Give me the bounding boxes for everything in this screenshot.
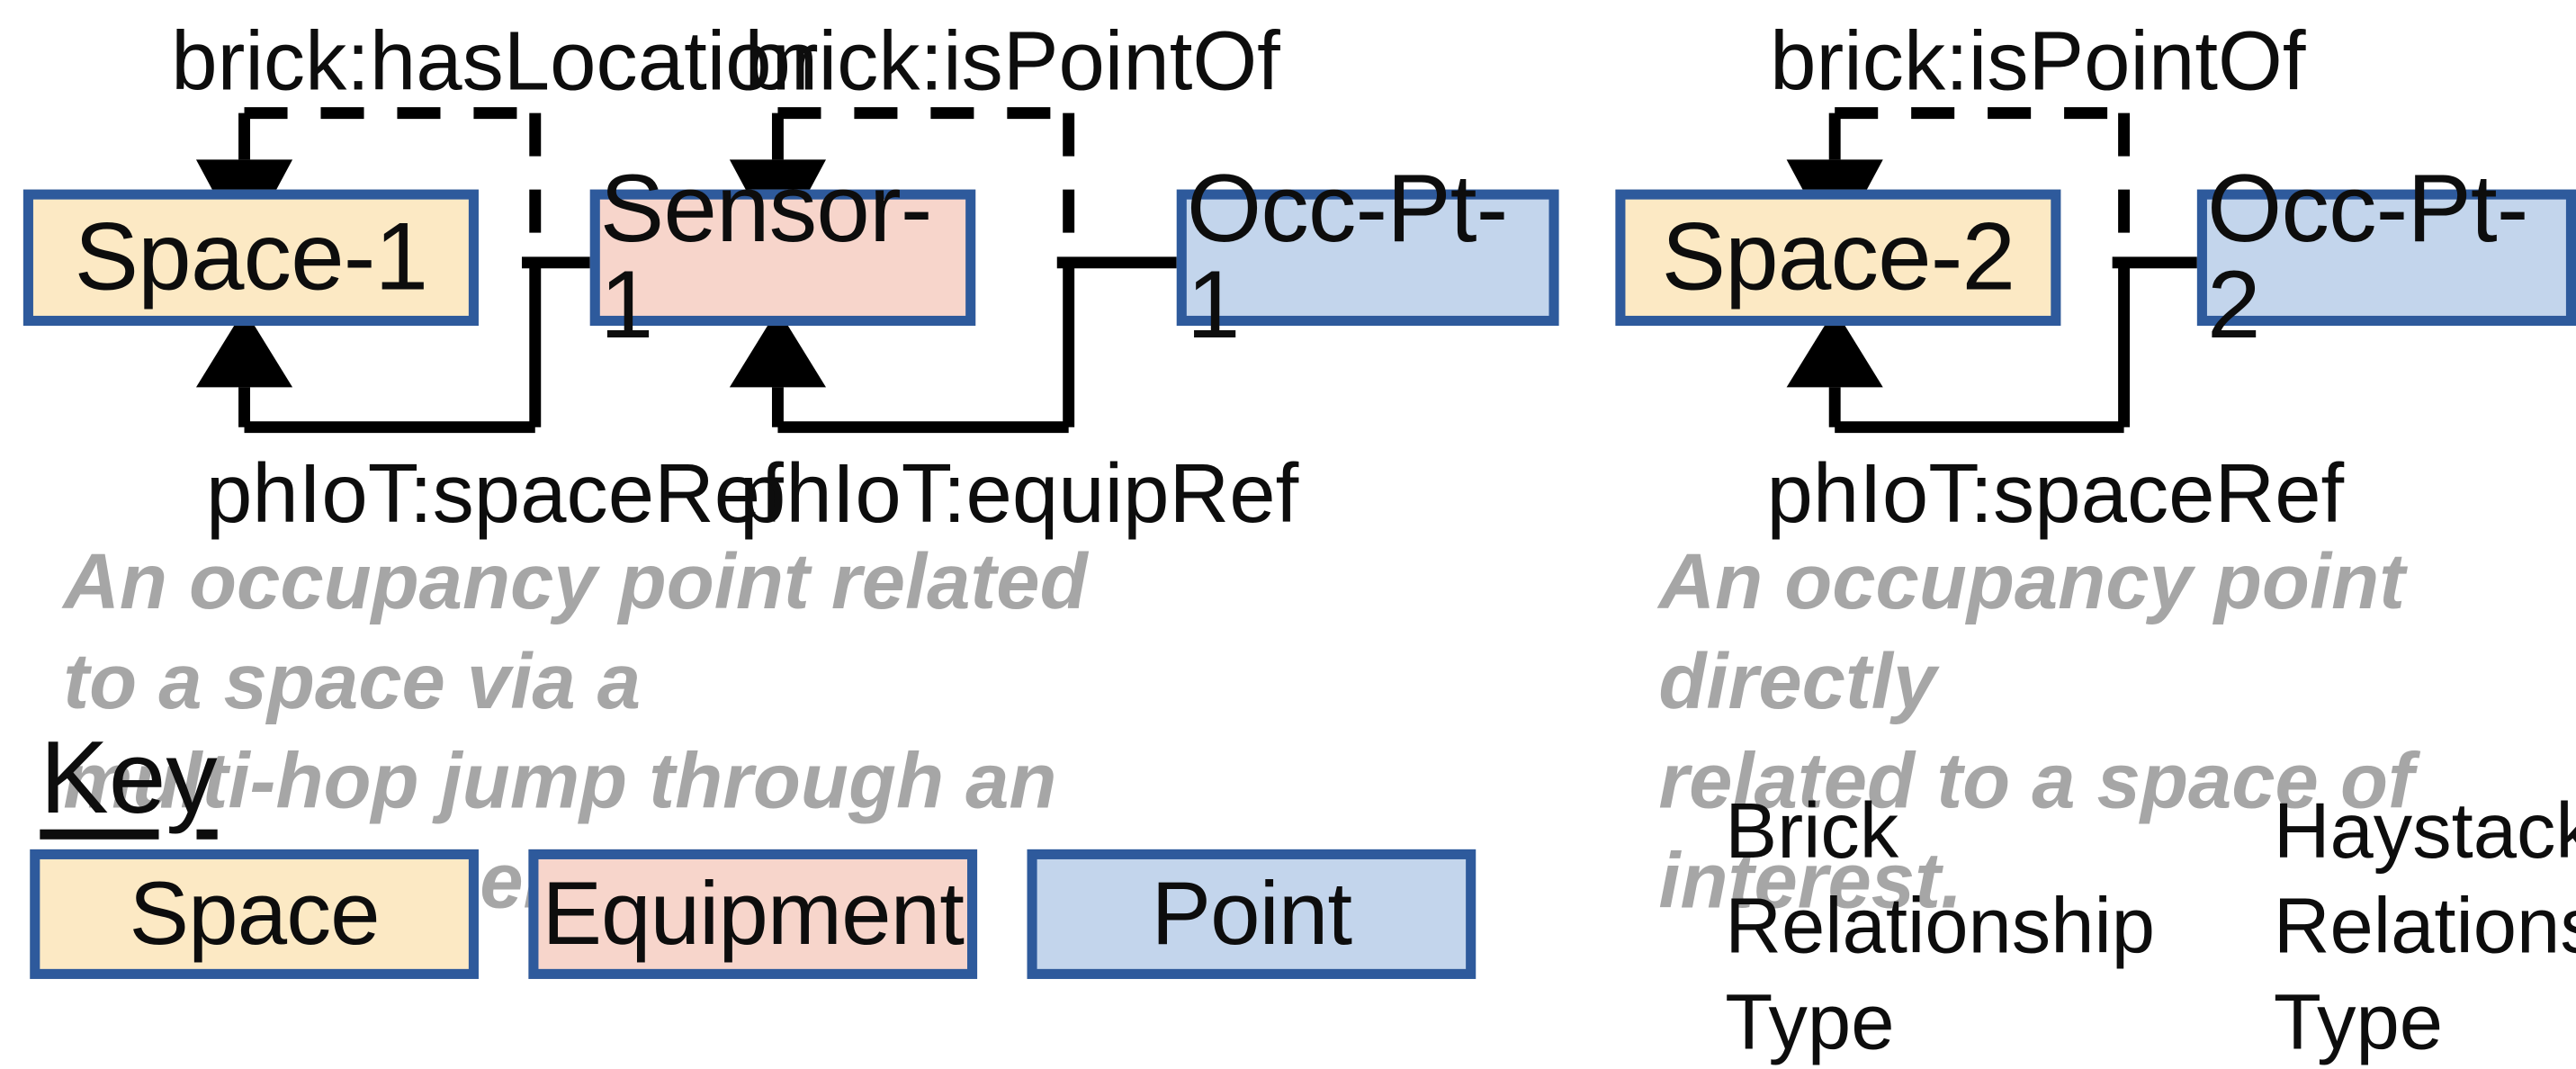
node-sensor-1[interactable]: Sensor-1 [589,160,976,354]
edge-label-brick-ispointof-2: brick:isPointOf [1770,14,2306,109]
diagram-canvas: Space-1 (dashed) ---------- --> Space-1 … [22,14,2576,1065]
node-occ-pt-1[interactable]: Occ-Pt-1 [1176,160,1559,354]
key-title: Key [40,721,218,837]
edge-label-brick-haslocation: brick:hasLocation [171,14,819,109]
legend-label-brick-relationship-type: Brick Relationship Type [1725,786,2156,1065]
edge-label-brick-ispointof-1: brick:isPointOf [744,14,1280,109]
node-space-2[interactable]: Space-2 [1615,189,2061,327]
edge-label-phiot-equipref: phIoT:equipRef [739,446,1299,541]
node-occ-pt-2-label: Occ-Pt-2 [2206,154,2528,359]
legend-label-haystack-relationship-type: Haystack Relationship Type [2273,786,2576,1065]
edge-label-phiot-spaceref-1: phIoT:spaceRef [206,446,784,541]
legend-swatch-point-label: Point [1151,864,1352,965]
node-occ-pt-2[interactable]: Occ-Pt-2 [2196,160,2576,354]
legend-swatch-space[interactable]: Space [30,849,479,979]
node-space-2-label: Space-2 [1661,202,2015,311]
legend-swatch-equipment[interactable]: Equipment [528,849,978,979]
node-space-1-label: Space-1 [74,202,428,311]
legend-swatch-point[interactable]: Point [1027,849,1476,979]
caption-left: An occupancy point related to a space vi… [63,536,1088,925]
node-sensor-1-label: Sensor-1 [599,154,933,359]
node-space-1[interactable]: Space-1 [22,189,479,327]
legend-swatch-equipment-label: Equipment [542,864,964,965]
node-occ-pt-1-label: Occ-Pt-1 [1186,154,1508,359]
caption-right: An occupancy point directly related to a… [1658,536,2414,925]
edge-label-phiot-spaceref-2: phIoT:spaceRef [1766,446,2345,541]
legend-swatch-space-label: Space [129,864,380,965]
